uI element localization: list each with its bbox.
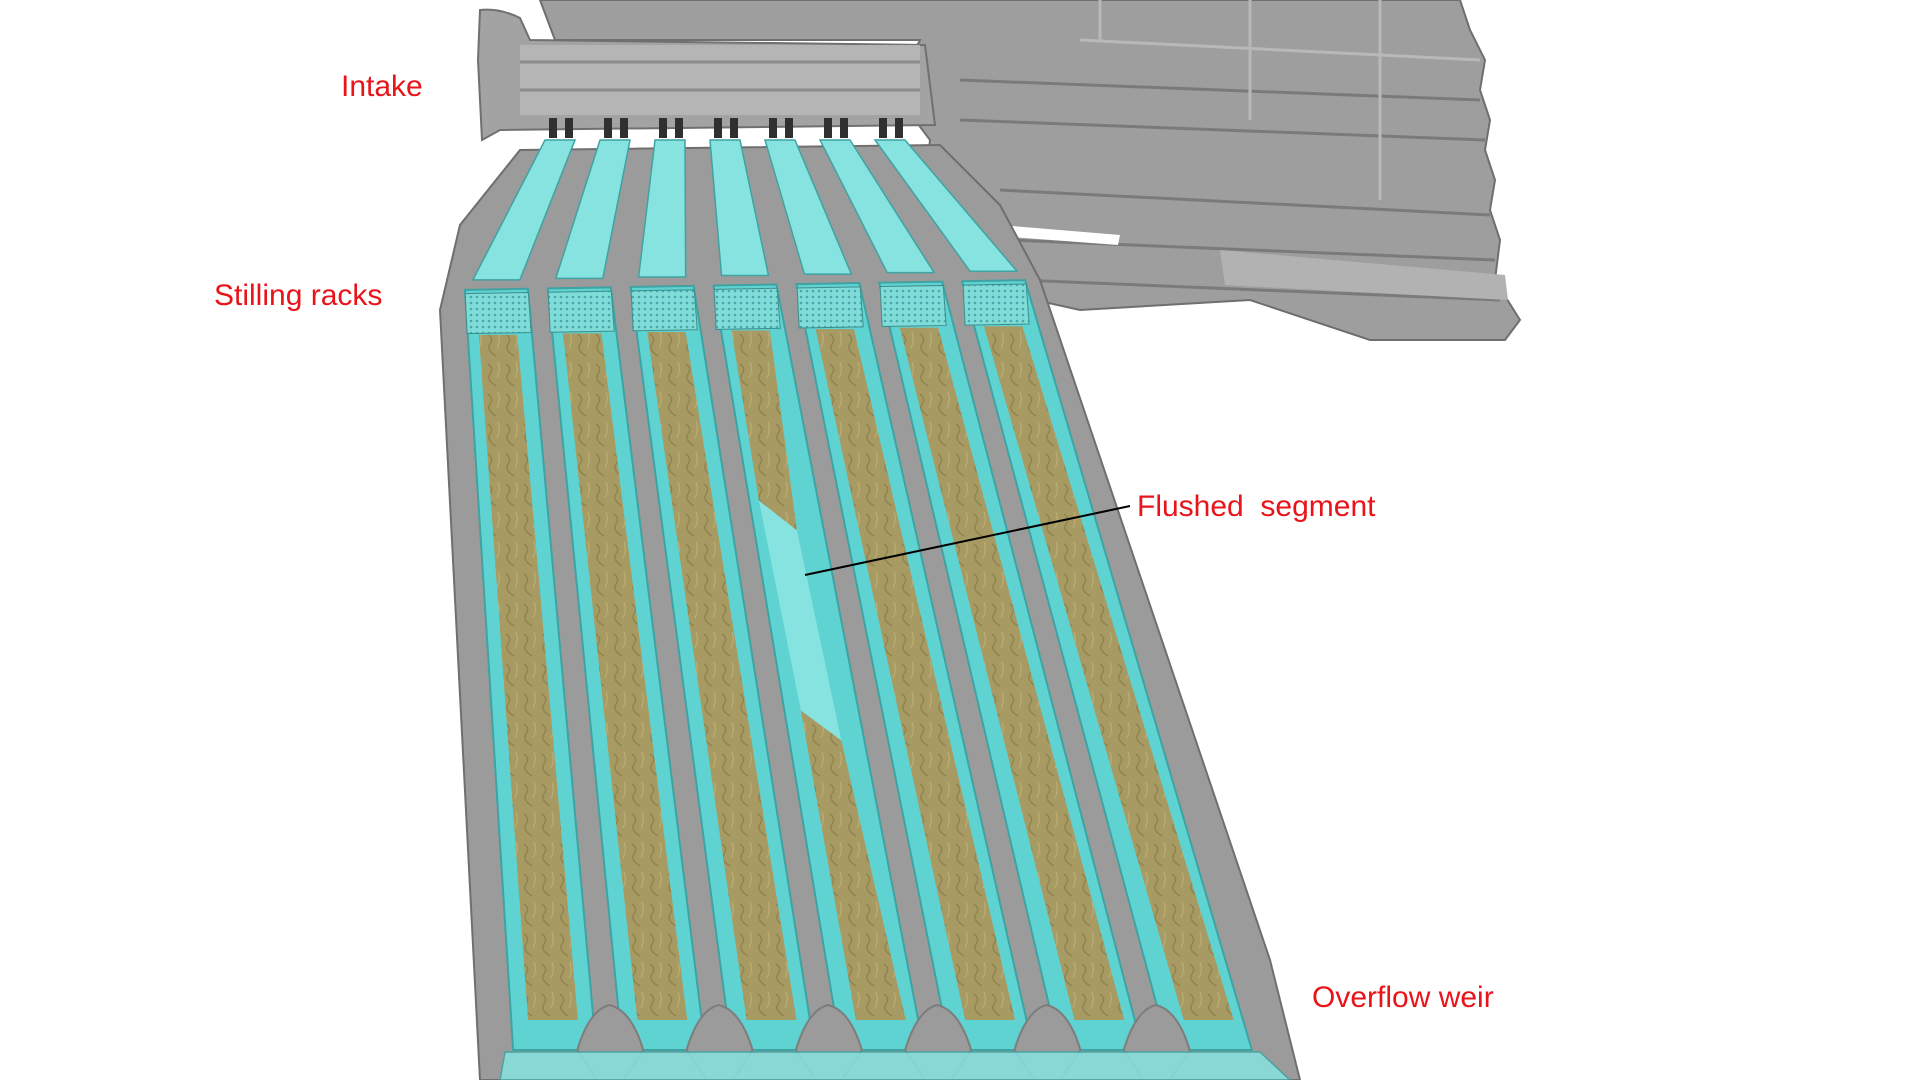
intake-label: Intake bbox=[341, 70, 423, 103]
channel-6-sediment bbox=[899, 327, 1125, 1021]
channel-7-sediment bbox=[983, 326, 1234, 1020]
stilling-racks-label: Stilling racks bbox=[214, 279, 383, 312]
intake-slot-2 bbox=[604, 118, 612, 138]
intake-slot-5-b bbox=[785, 118, 793, 138]
stilling-rack-4 bbox=[713, 287, 781, 330]
intake-slot-4-b bbox=[730, 118, 738, 138]
channel-4-sediment-lower bbox=[800, 710, 906, 1020]
overflow-weir-channel bbox=[499, 1051, 1292, 1080]
intake-slot-7-b bbox=[895, 118, 903, 138]
flushed-segment-leader-line bbox=[804, 505, 1131, 576]
intake-slot-6 bbox=[824, 118, 832, 138]
intake-slot-6-b bbox=[840, 118, 848, 138]
channel-6-inlet bbox=[818, 139, 936, 274]
intake-slot-3-b bbox=[675, 118, 683, 138]
intake-headwall bbox=[476, 8, 937, 142]
overflow-weir-label: Overflow weir bbox=[1312, 981, 1494, 1014]
intake-slot-3 bbox=[659, 118, 667, 138]
channel-1-inlet bbox=[471, 139, 577, 281]
intake-slot-1-b bbox=[565, 118, 573, 138]
intake-structure bbox=[538, 0, 1522, 341]
intake-slot-5 bbox=[769, 118, 777, 138]
channel-3-inlet bbox=[637, 139, 687, 278]
stilling-racks bbox=[464, 283, 1030, 335]
flushed-segment-label: Flushed segment bbox=[1137, 490, 1376, 523]
channel-5-inlet bbox=[763, 139, 853, 275]
basin-channels bbox=[463, 139, 1254, 1051]
channel-4-sediment-upper bbox=[731, 330, 797, 531]
channel-1-sediment bbox=[478, 334, 578, 1020]
stilling-rack-5 bbox=[796, 286, 864, 329]
intake-slot-4 bbox=[714, 118, 722, 138]
stilling-rack-2 bbox=[547, 290, 615, 333]
channel-5-sediment bbox=[815, 329, 1016, 1021]
stilling-rack-1 bbox=[464, 292, 532, 335]
intake-slot-1 bbox=[549, 118, 557, 138]
channel-7-inlet bbox=[873, 139, 1019, 273]
intake-slot-2-b bbox=[620, 118, 628, 138]
stilling-rack-7 bbox=[962, 283, 1030, 326]
stilling-rack-6 bbox=[879, 284, 947, 328]
stilling-rack-3 bbox=[630, 289, 698, 332]
flushed-segment-area bbox=[758, 500, 842, 741]
channel-3-sediment bbox=[647, 331, 797, 1020]
intake-slot-7 bbox=[879, 118, 887, 138]
channel-2-sediment bbox=[563, 333, 688, 1020]
channel-2-inlet bbox=[554, 139, 631, 280]
channel-4-inlet bbox=[709, 139, 770, 277]
overflow-weir bbox=[499, 1003, 1292, 1080]
